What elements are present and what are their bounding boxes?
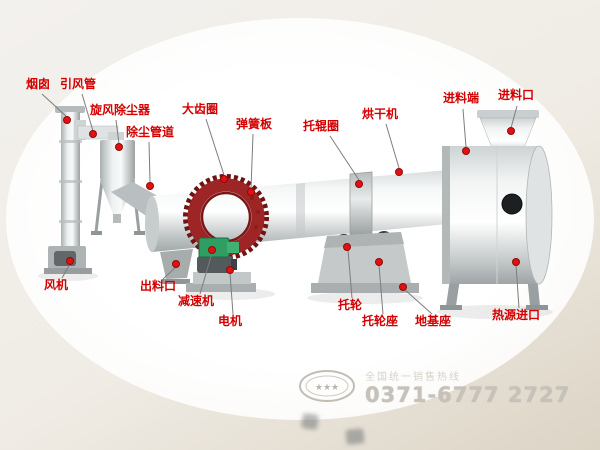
watermark: ★★★ 全国统一销售热线 0371-6777 2727 (298, 368, 570, 407)
dot-dryer (395, 168, 403, 176)
cyclone-shape (91, 132, 145, 235)
leader-lines (41, 93, 520, 315)
label-dust-pipe: 除尘管道 (126, 125, 175, 139)
label-cyclone: 旋风除尘器 (90, 103, 151, 117)
dot-chimney (63, 116, 71, 124)
chimney-and-fan (44, 106, 92, 274)
dot-roller-seat (375, 258, 383, 266)
watermark-smudge (301, 412, 319, 431)
dot-feed-inlet (507, 127, 515, 135)
label-feed-end: 进料端 (443, 91, 480, 105)
dot-discharge (172, 260, 180, 268)
dot-riding-ring (355, 180, 363, 188)
label-foundation: 地基座 (415, 314, 452, 328)
inspection-port-shape (501, 193, 523, 215)
label-heat-inlet: 热源进口 (492, 308, 541, 322)
label-reducer: 减速机 (178, 294, 215, 308)
label-support-roller: 托轮 (338, 298, 363, 312)
label-dots (63, 116, 520, 291)
label-feed-inlet: 进料口 (498, 88, 535, 102)
label-gear-ring: 大齿圈 (182, 102, 219, 116)
dot-support-roller (343, 243, 351, 251)
label-spring-plate: 弹簧板 (236, 117, 273, 131)
label-discharge: 出料口 (140, 279, 177, 293)
watermark-phone: 0371-6777 2727 (365, 383, 571, 407)
dot-dust-pipe (146, 182, 154, 190)
dot-spring-plate (247, 188, 255, 196)
motor-shape (197, 256, 233, 273)
watermark-slogan: 全国统一销售热线 (365, 372, 461, 383)
label-chimney: 烟囱 (26, 77, 51, 91)
dot-fan (66, 257, 74, 265)
foundation-base-shape (311, 283, 419, 293)
label-fan: 风机 (44, 278, 69, 292)
dryer-head-shape (440, 110, 553, 310)
label-dryer: 烘干机 (362, 107, 399, 121)
label-riding-ring: 托辊圈 (303, 119, 340, 133)
dot-draft-pipe (89, 130, 97, 138)
label-motor: 电机 (218, 314, 243, 328)
roller-support-station (311, 231, 419, 293)
spring-plates-shape (250, 196, 260, 229)
watermark-smudge (345, 428, 365, 445)
dot-cyclone (115, 143, 123, 151)
label-roller-seat: 托轮座 (362, 314, 399, 328)
logo-stars-icon: ★★★ (315, 383, 339, 393)
dot-reducer (208, 246, 216, 254)
dot-feed-end (462, 147, 470, 155)
dot-foundation (399, 283, 407, 291)
label-draft-pipe: 引风管 (60, 77, 97, 91)
brand-logo-oval: ★★★ (298, 369, 356, 407)
dot-heat-inlet (512, 258, 520, 266)
dot-gear-ring (220, 175, 228, 183)
dot-motor (226, 266, 234, 274)
